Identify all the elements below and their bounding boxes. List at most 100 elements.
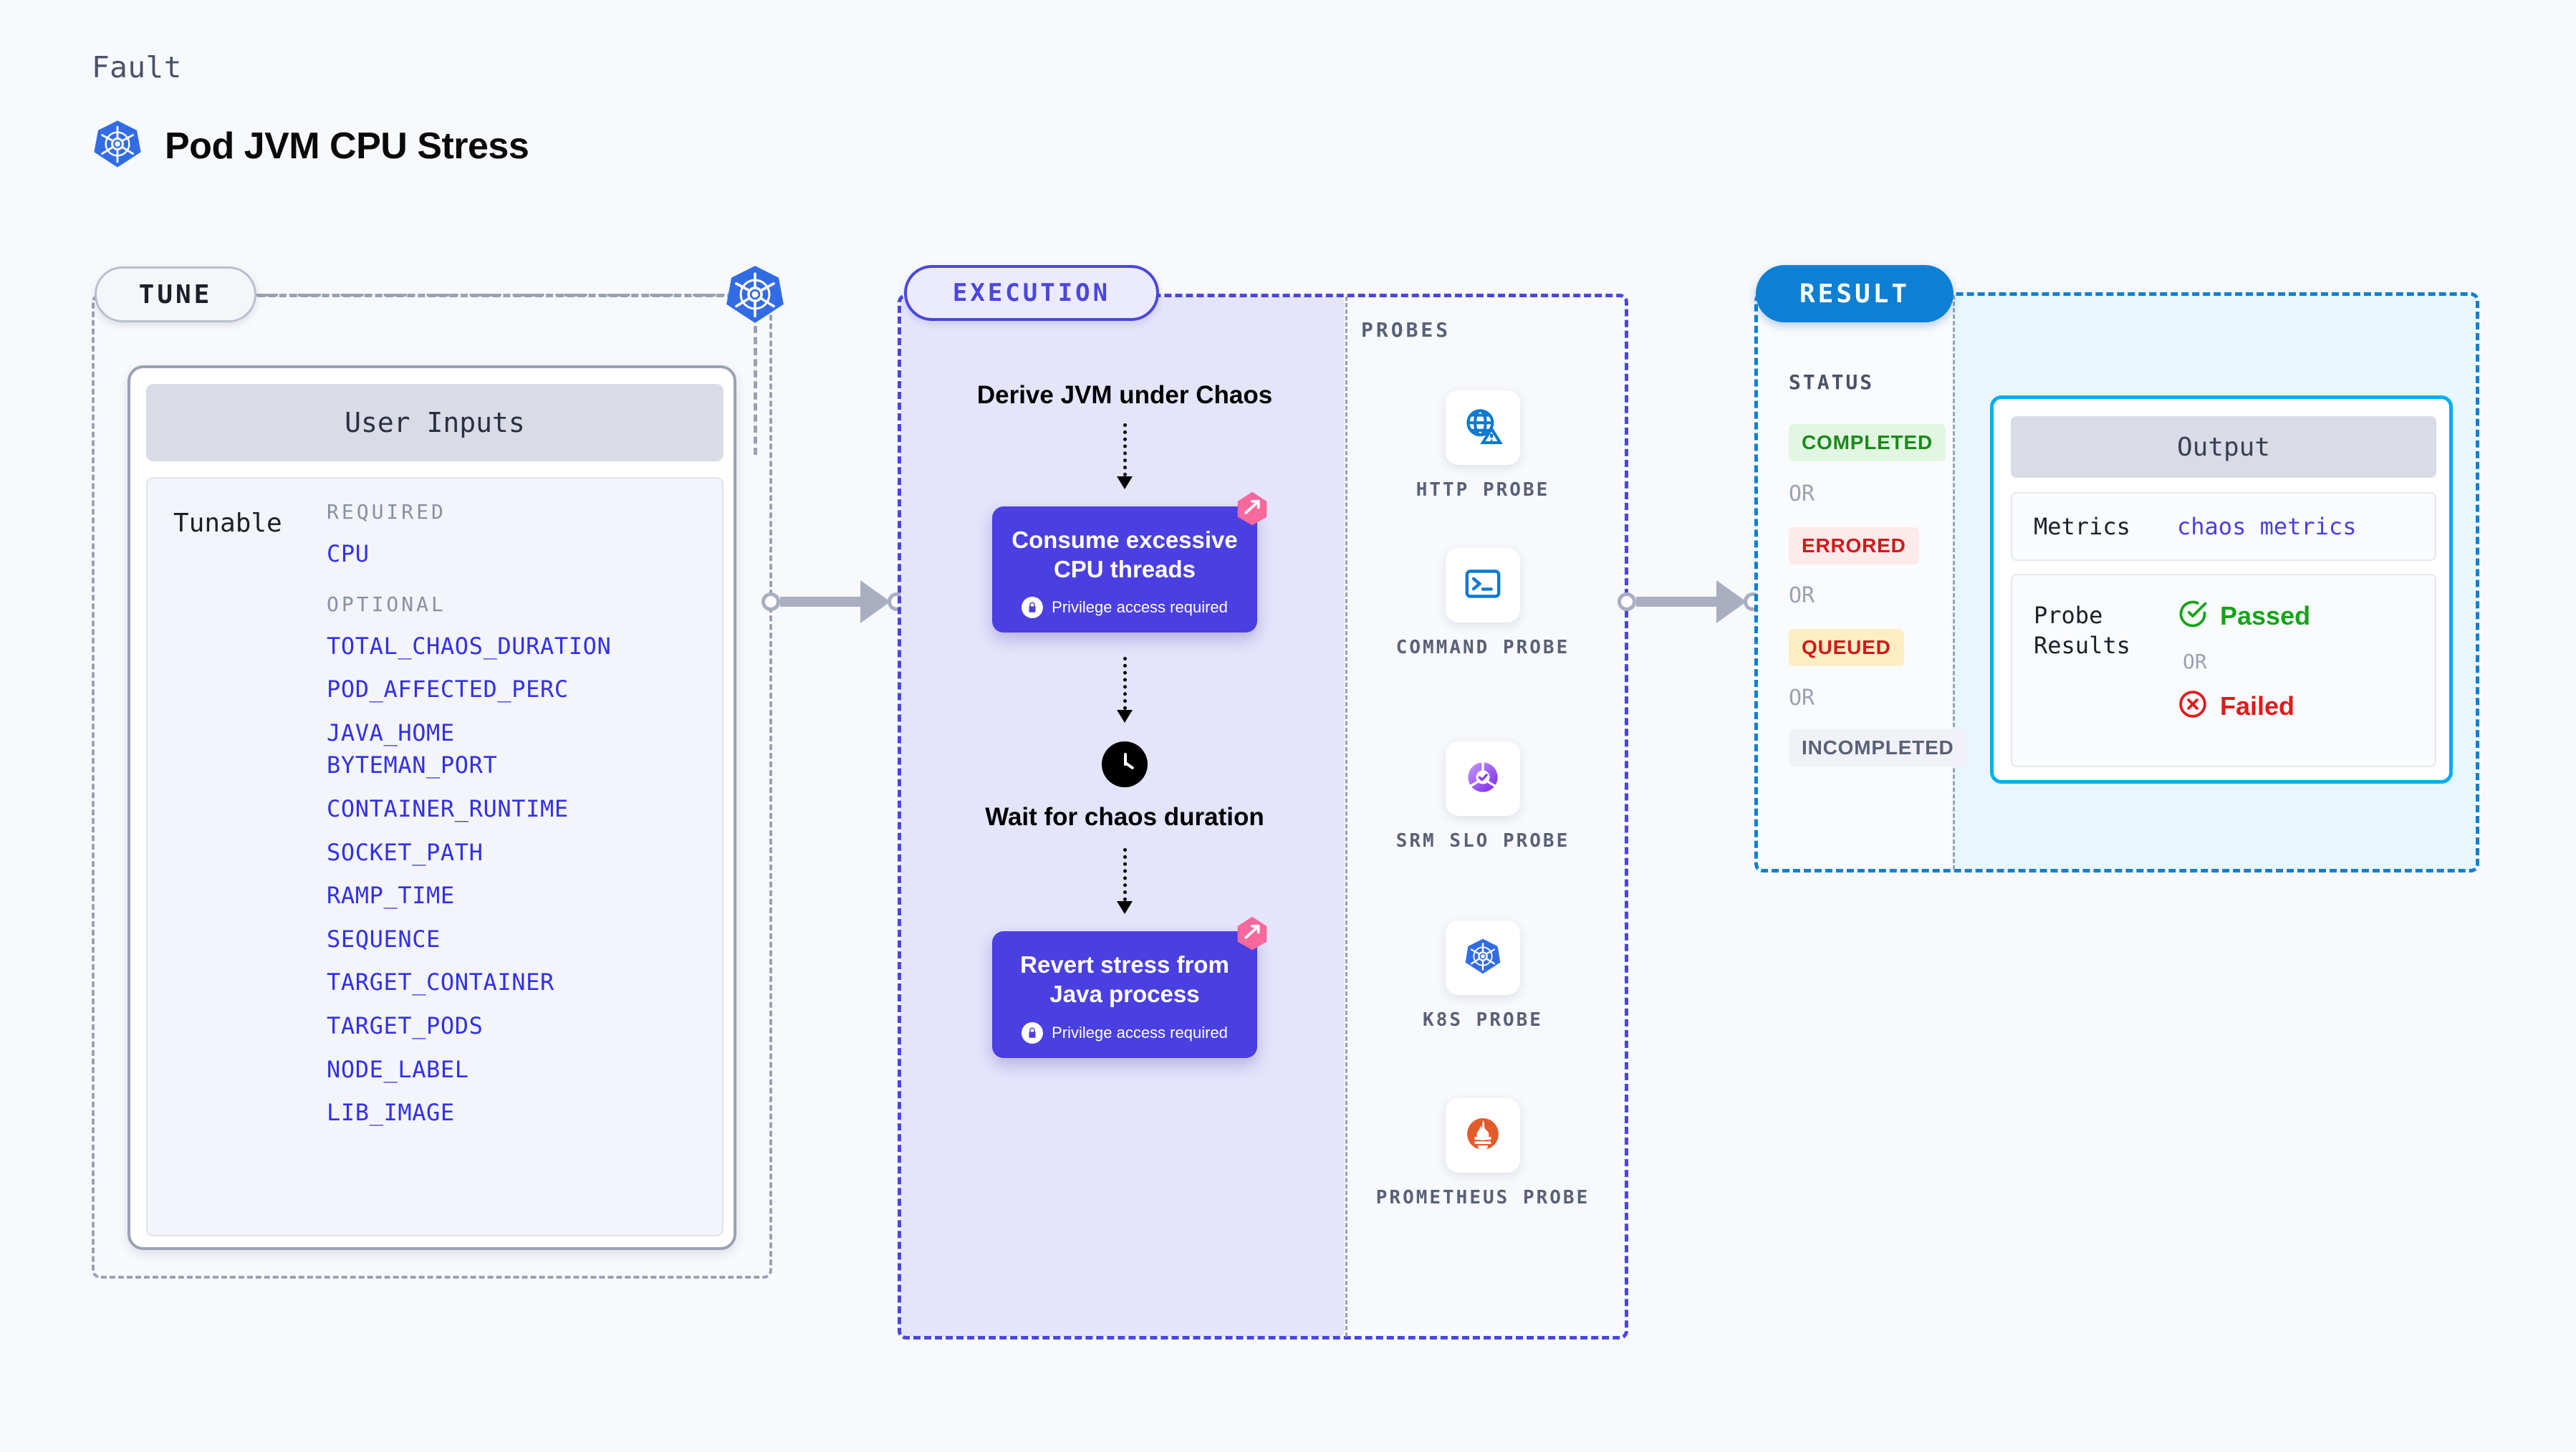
flow-arrow-down xyxy=(1117,657,1133,723)
status-or-3: OR xyxy=(1789,686,1815,711)
probe-http[interactable]: HTTP PROBE xyxy=(1375,390,1590,503)
connector-dot xyxy=(761,592,780,611)
probes-section-title: PROBES xyxy=(1361,318,1451,342)
prometheus-icon xyxy=(1461,1112,1505,1160)
connector-bar xyxy=(780,597,860,607)
step-title: Revert stress from Java process xyxy=(1020,951,1229,1008)
tunable-label: Tunable xyxy=(173,509,282,538)
parameter-column: REQUIRED CPU OPTIONAL TOTAL_CHAOS_DURATI… xyxy=(327,500,713,1145)
result-divider xyxy=(1953,295,1955,870)
tunable-item[interactable]: SEQUENCE xyxy=(327,925,441,953)
privilege-row: Privilege access required xyxy=(1006,597,1243,619)
status-or-1: OR xyxy=(1789,481,1815,506)
connector-dot xyxy=(1618,592,1636,611)
user-inputs-card: User Inputs Tunable REQUIRED CPU OPTIONA… xyxy=(128,365,736,1250)
tunable-item[interactable]: JAVA_HOME xyxy=(327,718,455,746)
result-panel xyxy=(1754,292,2479,872)
tunable-item[interactable]: TARGET_CONTAINER xyxy=(327,968,554,996)
probe-srm-slo[interactable]: SRM SLO PROBE xyxy=(1375,741,1590,854)
probe-command[interactable]: COMMAND PROBE xyxy=(1375,548,1590,660)
kubernetes-icon xyxy=(92,118,143,173)
execution-pill-label: EXECUTION xyxy=(904,265,1159,321)
probes-divider xyxy=(1345,297,1347,1337)
probe-card xyxy=(1446,1098,1520,1173)
tunable-item-cpu[interactable]: CPU xyxy=(327,540,370,567)
check-circle-icon xyxy=(2177,598,2209,633)
privilege-text: Privilege access required xyxy=(1052,598,1228,617)
page-title: Pod JVM CPU Stress xyxy=(165,125,529,167)
probe-label: HTTP PROBE xyxy=(1416,479,1550,501)
tune-pill-label: TUNE xyxy=(95,266,256,322)
failed-label: Failed xyxy=(2220,691,2295,721)
lock-icon xyxy=(1022,597,1044,619)
flow-arrow-down xyxy=(1117,848,1133,915)
kubernetes-icon xyxy=(724,263,787,326)
probe-card xyxy=(1446,548,1520,622)
connector-arrowhead xyxy=(1716,580,1746,623)
probe-result-failed: Failed xyxy=(2177,688,2294,723)
clock-icon xyxy=(1102,741,1148,788)
status-badge-incompleted: INCOMPLETED xyxy=(1789,729,1967,766)
probe-result-passed: Passed xyxy=(2177,598,2310,633)
terminal-icon xyxy=(1463,564,1503,607)
tunable-item[interactable]: TOTAL_CHAOS_DURATION xyxy=(327,632,612,660)
probe-result-or: OR xyxy=(2183,650,2207,673)
chaos-badge-icon xyxy=(1231,488,1273,529)
status-badge-errored: ERRORED xyxy=(1789,527,1919,564)
probe-card xyxy=(1446,390,1520,465)
status-or-2: OR xyxy=(1789,583,1815,608)
tunable-item[interactable]: RAMP_TIME xyxy=(327,882,455,910)
srm-slo-icon xyxy=(1461,755,1505,803)
flow-arrow-down xyxy=(1117,423,1133,489)
lock-icon xyxy=(1022,1021,1044,1044)
kubernetes-icon xyxy=(1461,935,1504,981)
probe-prometheus[interactable]: PROMETHEUS PROBE xyxy=(1375,1098,1590,1211)
privilege-row: Privilege access required xyxy=(1006,1021,1243,1044)
x-circle-icon xyxy=(2177,688,2209,723)
passed-label: Passed xyxy=(2220,600,2311,630)
tunable-item[interactable]: CONTAINER_RUNTIME xyxy=(327,794,569,822)
probe-card xyxy=(1446,741,1520,816)
execution-step-wait: Wait for chaos duration xyxy=(985,803,1264,832)
tune-dashed-connector xyxy=(258,294,745,297)
execution-step-derive: Derive JVM under Chaos xyxy=(976,381,1273,409)
tune-vertical-dash xyxy=(754,326,757,455)
tunable-item[interactable]: SOCKET_PATH xyxy=(327,838,484,866)
execution-step-revert[interactable]: Revert stress from Java process Privileg… xyxy=(992,916,1267,1058)
user-inputs-body: Tunable REQUIRED CPU OPTIONAL TOTAL_CHAO… xyxy=(146,477,724,1236)
connector-tune-to-execution xyxy=(761,580,906,623)
page-eyebrow: Fault xyxy=(92,50,182,85)
result-status-column xyxy=(1757,295,1953,870)
status-badge-queued: QUEUED xyxy=(1789,629,1904,666)
metrics-label: Metrics xyxy=(2034,513,2130,540)
execution-panel xyxy=(898,294,1628,1340)
status-badge-completed: COMPLETED xyxy=(1789,424,1946,461)
connector-execution-to-result xyxy=(1618,580,1762,623)
tunable-item[interactable]: TARGET_PODS xyxy=(327,1011,484,1039)
chaos-badge-icon xyxy=(1231,913,1273,954)
tunable-item[interactable]: POD_AFFECTED_PERC xyxy=(327,675,569,703)
tunable-item[interactable]: LIB_IMAGE xyxy=(327,1099,455,1127)
probe-label: K8S PROBE xyxy=(1423,1009,1543,1031)
output-metrics-row: Metrics chaos metrics xyxy=(2011,492,2436,561)
execution-step-consume[interactable]: Consume excessive CPU threads Privilege … xyxy=(992,491,1267,633)
step-title: Consume excessive CPU threads xyxy=(1011,526,1238,583)
probe-label: PROMETHEUS PROBE xyxy=(1375,1187,1590,1208)
result-pill-label: RESULT xyxy=(1756,265,1953,322)
probe-k8s[interactable]: K8S PROBE xyxy=(1375,920,1590,1033)
user-inputs-header: User Inputs xyxy=(146,384,724,461)
globe-warning-icon xyxy=(1462,405,1504,451)
optional-group-label: OPTIONAL xyxy=(327,592,446,616)
execution-fill xyxy=(900,297,1345,1337)
probe-label: COMMAND PROBE xyxy=(1395,637,1570,658)
tunable-item[interactable]: NODE_LABEL xyxy=(327,1055,469,1083)
execution-flow: Derive JVM under Chaos Consume excessive… xyxy=(931,380,1318,1058)
metrics-value[interactable]: chaos metrics xyxy=(2177,513,2357,540)
tunable-item[interactable]: BYTEMAN_PORT xyxy=(327,751,498,779)
connector-bar xyxy=(1636,597,1716,607)
output-header: Output xyxy=(2011,416,2436,478)
